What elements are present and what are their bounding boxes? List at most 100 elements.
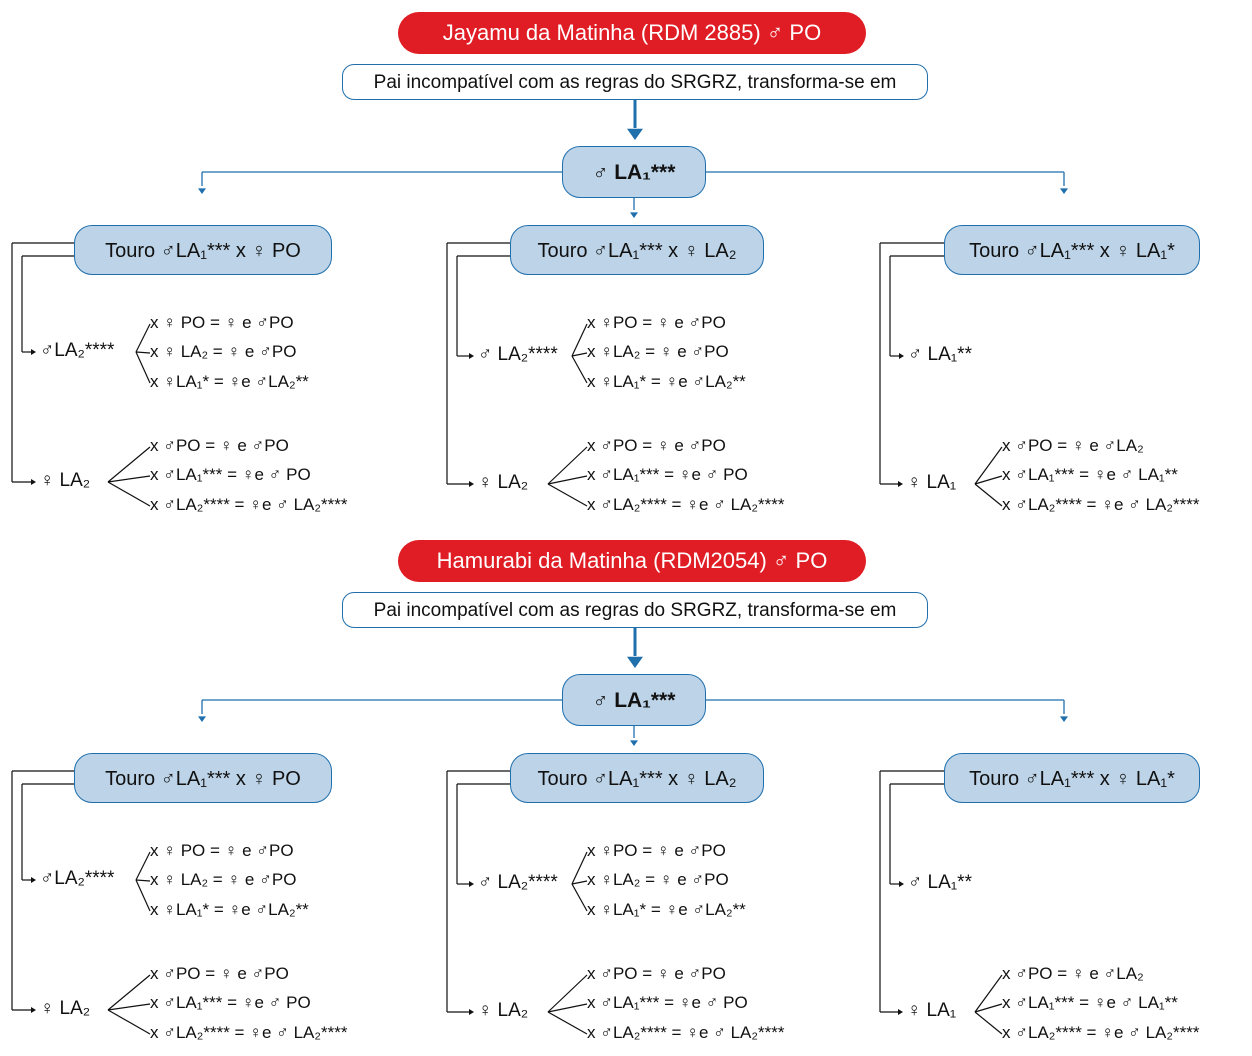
female-result-line: x ♂LA₁*** = ♀e ♂ LA₁** bbox=[1002, 465, 1178, 484]
male-result-line: x ♀PO = ♀ e ♂PO bbox=[587, 841, 726, 860]
arrow-right-icon bbox=[31, 1007, 36, 1013]
cross-node: Touro ♂LA₁*** x ♀ LA₁* bbox=[944, 753, 1200, 803]
male-offspring-label: ♂LA₂**** bbox=[40, 868, 115, 889]
female-offspring-label: ♀ LA₁ bbox=[907, 472, 957, 493]
male-result-line: x ♀ PO = ♀ e ♂PO bbox=[150, 313, 294, 332]
male-result-line: x ♀LA₁* = ♀e ♂LA₂** bbox=[587, 372, 746, 391]
arrow-right-icon bbox=[31, 479, 36, 485]
connector-line bbox=[974, 446, 1003, 485]
male-offspring-label: ♂ LA₁** bbox=[908, 344, 972, 365]
male-offspring-label: ♂ LA₁** bbox=[908, 872, 972, 893]
arrow-right-icon bbox=[31, 877, 36, 883]
bull-title-badge: Jayamu da Matinha (RDM 2885) ♂ PO bbox=[398, 12, 866, 54]
male-result-line: x ♀ LA₂ = ♀ e ♂PO bbox=[150, 342, 297, 361]
female-result-line: x ♂LA₂**** = ♀e ♂ LA₂**** bbox=[587, 1023, 785, 1042]
diagram-section: Jayamu da Matinha (RDM 2885) ♂ PO Pai inc… bbox=[11, 12, 1200, 514]
bull-title-badge: Hamurabi da Matinha (RDM2054) ♂ PO bbox=[398, 540, 866, 582]
connector-line bbox=[571, 883, 588, 912]
arrow-down-icon bbox=[627, 128, 643, 140]
arrowhead-icon bbox=[630, 740, 638, 746]
converted-bull-node: ♂ LA₁*** bbox=[562, 146, 706, 198]
arrowhead-icon bbox=[1060, 716, 1068, 722]
cross-node: Touro ♂LA₁*** x ♀ LA₁* bbox=[944, 225, 1200, 275]
arrow-right-icon bbox=[31, 349, 36, 355]
male-offspring-label: ♂ LA₂**** bbox=[478, 344, 558, 365]
connector-line bbox=[107, 475, 151, 483]
rule-note: Pai incompatível com as regras do SRGRZ,… bbox=[342, 592, 928, 628]
rule-note: Pai incompatível com as regras do SRGRZ,… bbox=[342, 64, 928, 100]
diagram-section: Hamurabi da Matinha (RDM2054) ♂ PO Pai in… bbox=[0, 528, 1252, 1056]
male-result-line: x ♀LA₁* = ♀e ♂LA₂** bbox=[150, 900, 309, 919]
connector-line bbox=[571, 323, 588, 357]
connector-line bbox=[107, 974, 151, 1011]
connector-line bbox=[974, 974, 1003, 1013]
female-result-line: x ♂LA₁*** = ♀e ♂ PO bbox=[587, 993, 748, 1012]
female-result-line: x ♂PO = ♀ e ♂PO bbox=[587, 436, 726, 455]
connector-line bbox=[547, 446, 588, 485]
connector-line bbox=[974, 483, 1003, 507]
arrow-right-icon bbox=[469, 353, 474, 359]
male-offspring-label: ♂ LA₂**** bbox=[478, 872, 558, 893]
cross-node: Touro ♂LA₁*** x ♀ LA₂ bbox=[510, 225, 764, 275]
connector-line bbox=[571, 880, 588, 885]
female-offspring-label: ♀ LA₂ bbox=[40, 998, 91, 1019]
female-result-line: x ♂LA₁*** = ♀e ♂ PO bbox=[150, 465, 311, 484]
connector-line bbox=[107, 1003, 151, 1011]
connector-line bbox=[571, 352, 588, 357]
cross-node: Touro ♂LA₁*** x ♀ PO bbox=[74, 225, 332, 275]
connector-line bbox=[974, 1011, 1003, 1035]
converted-bull-node: ♂ LA₁*** bbox=[562, 674, 706, 726]
connector-line bbox=[135, 351, 151, 354]
connector-line bbox=[547, 475, 588, 485]
arrow-right-icon bbox=[469, 1009, 474, 1015]
arrowhead-icon bbox=[198, 716, 206, 722]
connector-line bbox=[571, 355, 588, 384]
arrow-right-icon bbox=[899, 353, 904, 359]
arrow-right-icon bbox=[899, 881, 904, 887]
connector-line bbox=[135, 851, 151, 881]
cross-node: Touro ♂LA₁*** x ♀ PO bbox=[74, 753, 332, 803]
connector-line bbox=[135, 323, 151, 353]
arrowhead-icon bbox=[1060, 188, 1068, 194]
connector-line bbox=[107, 1009, 151, 1035]
female-result-line: x ♂PO = ♀ e ♂LA₂ bbox=[1002, 964, 1144, 983]
female-offspring-label: ♀ LA₁ bbox=[907, 1000, 957, 1021]
connector-line bbox=[974, 1003, 1003, 1013]
female-result-line: x ♂LA₁*** = ♀e ♂ PO bbox=[150, 993, 311, 1012]
female-result-line: x ♂LA₂**** = ♀e ♂ LA₂**** bbox=[1002, 495, 1200, 514]
female-result-line: x ♂LA₁*** = ♀e ♂ LA₁** bbox=[1002, 993, 1178, 1012]
female-result-line: x ♂LA₂**** = ♀e ♂ LA₂**** bbox=[587, 495, 785, 514]
female-result-line: x ♂LA₂**** = ♀e ♂ LA₂**** bbox=[1002, 1023, 1200, 1042]
connector-line bbox=[135, 879, 151, 882]
female-result-line: x ♂LA₁*** = ♀e ♂ PO bbox=[587, 465, 748, 484]
male-result-line: x ♀ PO = ♀ e ♂PO bbox=[150, 841, 294, 860]
female-offspring-label: ♀ LA₂ bbox=[478, 1000, 529, 1021]
male-result-line: x ♀LA₁* = ♀e ♂LA₂** bbox=[587, 900, 746, 919]
male-result-line: x ♀LA₂ = ♀ e ♂PO bbox=[587, 342, 729, 361]
arrow-down-icon bbox=[627, 656, 643, 668]
female-result-line: x ♂PO = ♀ e ♂PO bbox=[587, 964, 726, 983]
arrow-right-icon bbox=[898, 481, 903, 487]
connector-line bbox=[547, 974, 588, 1013]
male-result-line: x ♀PO = ♀ e ♂PO bbox=[587, 313, 726, 332]
arrow-right-icon bbox=[469, 481, 474, 487]
connector-line bbox=[571, 851, 588, 885]
connector-line bbox=[547, 483, 588, 507]
cross-node: Touro ♂LA₁*** x ♀ LA₂ bbox=[510, 753, 764, 803]
arrowhead-icon bbox=[630, 212, 638, 218]
connector-layer bbox=[11, 100, 1068, 507]
connector-line bbox=[547, 1003, 588, 1013]
female-result-line: x ♂PO = ♀ e ♂LA₂ bbox=[1002, 436, 1144, 455]
male-result-line: x ♀LA₁* = ♀e ♂LA₂** bbox=[150, 372, 309, 391]
connector-line bbox=[107, 481, 151, 507]
male-result-line: x ♀ LA₂ = ♀ e ♂PO bbox=[150, 870, 297, 889]
connector-line bbox=[135, 879, 151, 912]
female-result-line: x ♂PO = ♀ e ♂PO bbox=[150, 964, 289, 983]
female-result-line: x ♂PO = ♀ e ♂PO bbox=[150, 436, 289, 455]
male-offspring-label: ♂LA₂**** bbox=[40, 340, 115, 361]
connector-line bbox=[974, 475, 1003, 485]
connector-layer bbox=[11, 628, 1068, 1035]
connector-line bbox=[135, 351, 151, 384]
arrowhead-icon bbox=[198, 188, 206, 194]
female-result-line: x ♂LA₂**** = ♀e ♂ LA₂**** bbox=[150, 495, 348, 514]
